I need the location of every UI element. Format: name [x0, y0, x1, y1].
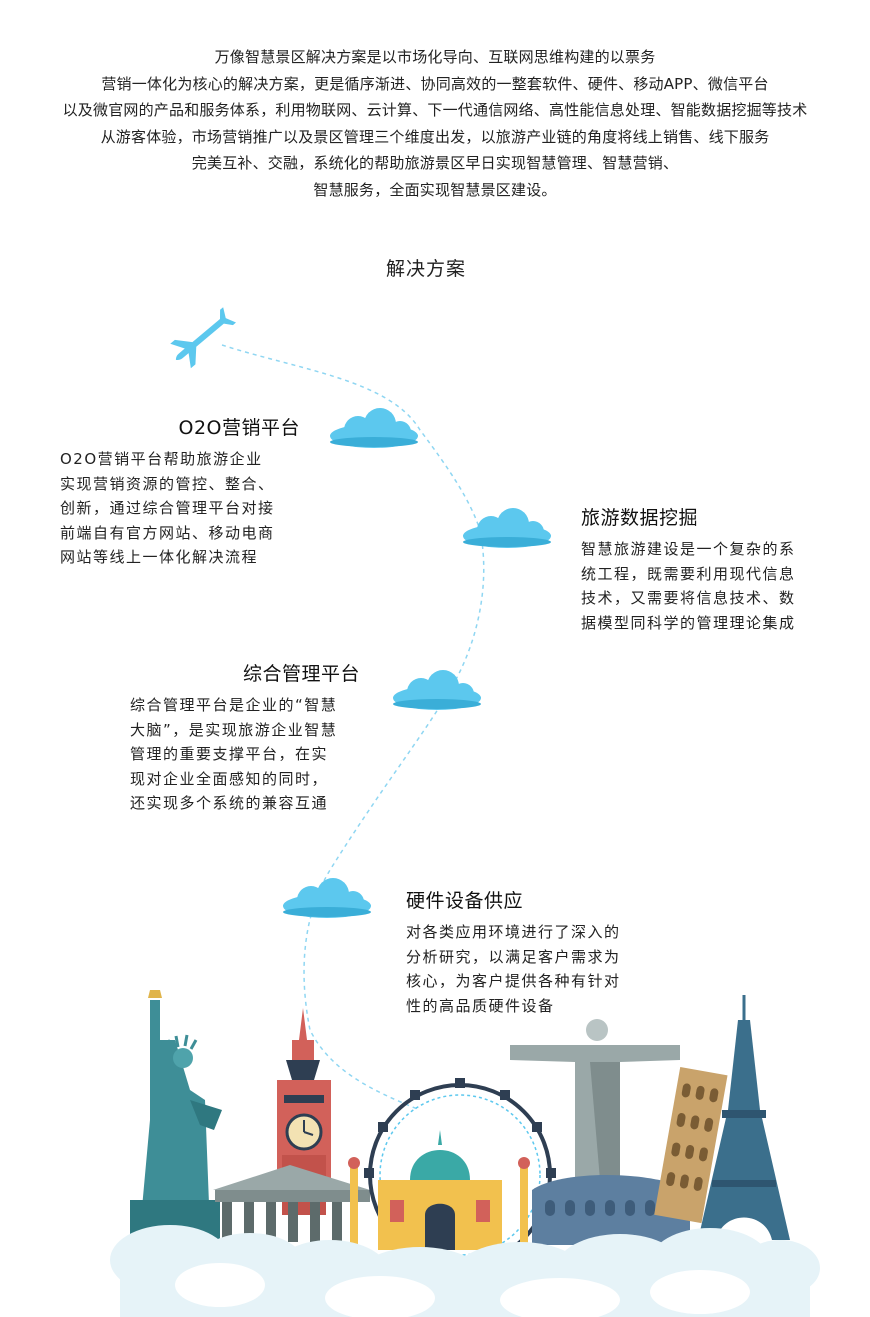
desc-line: 前端自有官方网站、移动电商 [60, 523, 275, 542]
intro-line: 以及微官网的产品和服务体系，利用物联网、云计算、下一代通信网络、高性能信息处理、… [62, 101, 808, 120]
block-description: O2O营销平台帮助旅游企业 实现营销资源的管控、整合、 创新，通过综合管理平台对… [60, 447, 300, 570]
block-title: 旅游数据挖掘 [581, 507, 699, 529]
block-title: 硬件设备供应 [406, 890, 524, 912]
desc-line: 还实现多个系统的兼容互通 [130, 794, 329, 812]
desc-line: 现对企业全面感知的同时， [130, 769, 329, 788]
desc-line: O2O营销平台帮助旅游企业 [60, 450, 263, 468]
desc-line: 分析研究，以满足客户需求为 [406, 947, 621, 966]
christ-the-redeemer [510, 1019, 680, 1180]
cloud-icon [463, 508, 551, 548]
desc-line: 技术，又需要将信息技术、数 [581, 589, 796, 607]
block-title: O2O营销平台 [178, 417, 300, 439]
desc-line: 大脑”，是实现旅游企业智慧 [130, 720, 338, 739]
cloud-icon [330, 408, 418, 448]
leaning-tower [654, 1067, 728, 1224]
intro-line: 营销一体化为核心的解决方案，更是循序渐进、协同高效的一整套软件、硬件、移动APP… [101, 74, 769, 93]
desc-line: 统工程，既需要利用现代信息 [581, 564, 796, 583]
statue-of-liberty [130, 990, 222, 1240]
classical-building [213, 1165, 370, 1242]
intro-line: 完美互补、交融，系统化的帮助旅游景区早日实现智慧管理、智慧营销、 [191, 154, 679, 173]
desc-line: 性的高品质硬件设备 [406, 996, 555, 1015]
block-title: 综合管理平台 [242, 663, 360, 685]
desc-line: 创新，通过综合管理平台对接 [60, 499, 275, 517]
landmarks-illustration [110, 990, 820, 1317]
palace [348, 1130, 530, 1250]
intro-paragraph: 万像智慧景区解决方案是以市场化导向、互联网思维构建的以票务 营销一体化为核心的解… [0, 44, 870, 204]
cloud-icon [283, 878, 371, 918]
block-description: 对各类应用环境进行了深入的 分析研究，以满足客户需求为 核心，为客户提供各种有针… [406, 920, 656, 1018]
cloud-icon [393, 670, 481, 710]
intro-line: 智慧服务，全面实现智慧景区建设。 [313, 180, 557, 199]
desc-line: 管理的重要支撑平台，在实 [130, 745, 329, 763]
desc-line: 智慧旅游建设是一个复杂的系 [581, 540, 796, 558]
desc-line: 据模型同科学的管理理论集成 [581, 613, 796, 632]
intro-line: 万像智慧景区解决方案是以市场化导向、互联网思维构建的以票务 [214, 48, 656, 66]
management-platform-block: 综合管理平台 综合管理平台是企业的“智慧 大脑”，是实现旅游企业智慧 管理的重要… [130, 661, 360, 816]
airplane-icon [170, 307, 237, 369]
block-description: 智慧旅游建设是一个复杂的系 统工程，既需要利用现代信息 技术，又需要将信息技术、… [581, 537, 831, 635]
desc-line: 综合管理平台是企业的“智慧 [130, 696, 338, 714]
desc-line: 核心，为客户提供各种有针对 [406, 972, 621, 990]
desc-line: 对各类应用环境进行了深入的 [406, 923, 621, 941]
data-mining-block: 旅游数据挖掘 智慧旅游建设是一个复杂的系 统工程，既需要利用现代信息 技术，又需… [581, 505, 831, 635]
desc-line: 网站等线上一体化解决流程 [60, 548, 259, 566]
section-title: 解决方案 [385, 258, 466, 280]
eiffel-tower [698, 995, 790, 1240]
hardware-supply-block: 硬件设备供应 对各类应用环境进行了深入的 分析研究，以满足客户需求为 核心，为客… [406, 888, 656, 1018]
intro-line: 从游客体验，市场营销推广以及景区管理三个维度出发，以旅游产业链的角度将线上销售、… [100, 127, 770, 146]
block-description: 综合管理平台是企业的“智慧 大脑”，是实现旅游企业智慧 管理的重要支撑平台，在实… [130, 693, 360, 816]
desc-line: 实现营销资源的管控、整合、 [60, 474, 275, 493]
o2o-marketing-block: O2O营销平台 O2O营销平台帮助旅游企业 实现营销资源的管控、整合、 创新，通… [60, 415, 300, 570]
